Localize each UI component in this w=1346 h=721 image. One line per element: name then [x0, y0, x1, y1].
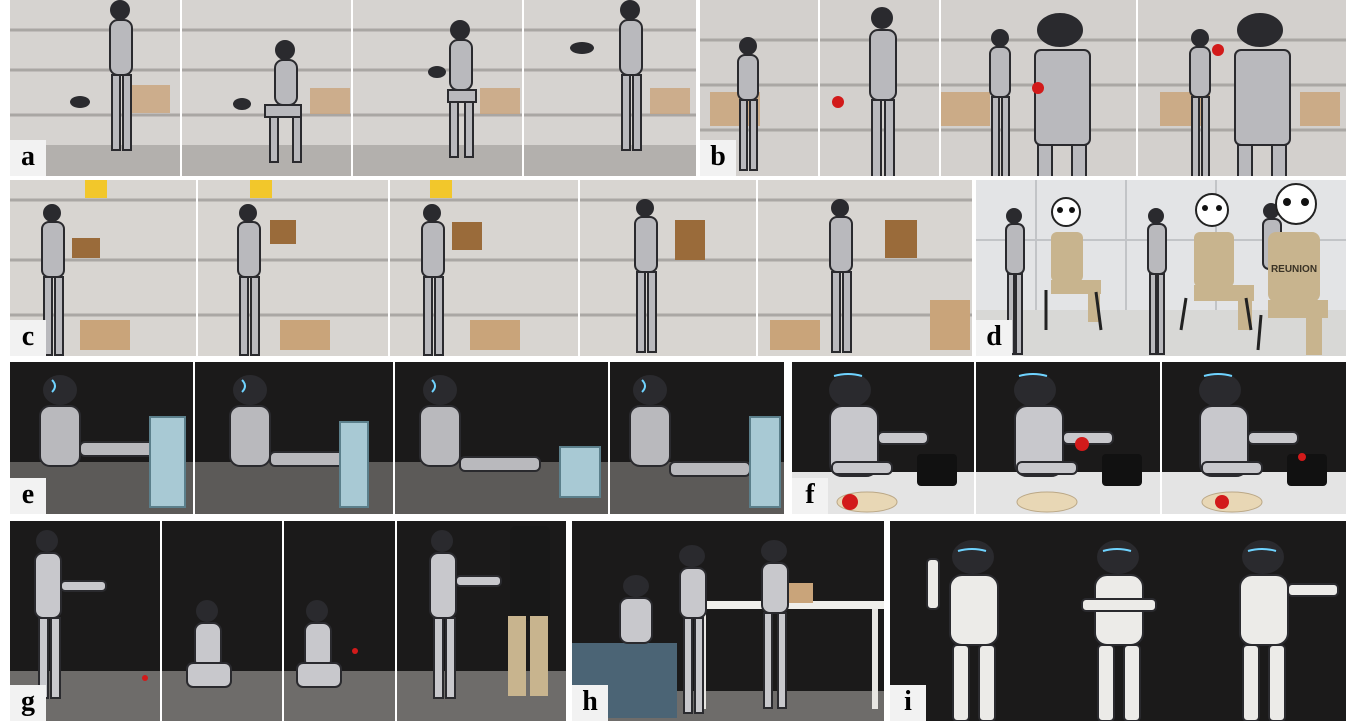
panel-e-photo — [10, 362, 784, 514]
panel-a: a — [10, 0, 696, 176]
panel-label: i — [890, 685, 926, 721]
panel-b: b — [700, 0, 1346, 176]
panel-c-photo — [10, 180, 972, 356]
panel-label: b — [700, 140, 736, 176]
panel-f: f — [792, 362, 1346, 514]
panel-label: h — [572, 685, 608, 721]
shirt-print: REUNION — [1271, 264, 1317, 275]
panel-f-photo — [792, 362, 1346, 514]
panel-label: d — [976, 320, 1012, 356]
panel-i-photo — [890, 521, 1346, 721]
panel-g-photo — [10, 521, 566, 721]
panel-i: i — [890, 521, 1346, 721]
panel-h-photo — [572, 521, 884, 721]
panel-a-photo — [10, 0, 696, 176]
panel-h: h — [572, 521, 884, 721]
panel-b-photo — [700, 0, 1346, 176]
panel-d-photo: REUNION — [976, 180, 1346, 356]
panel-label: f — [792, 478, 828, 514]
panel-label: g — [10, 685, 46, 721]
robot-figures — [109, 0, 643, 163]
panel-label: e — [10, 478, 46, 514]
panel-c: c — [10, 180, 972, 356]
panel-label: c — [10, 320, 46, 356]
panel-label: a — [10, 140, 46, 176]
panel-d: REUNION d — [976, 180, 1346, 356]
panel-g: g — [10, 521, 566, 721]
panel-e: e — [10, 362, 784, 514]
